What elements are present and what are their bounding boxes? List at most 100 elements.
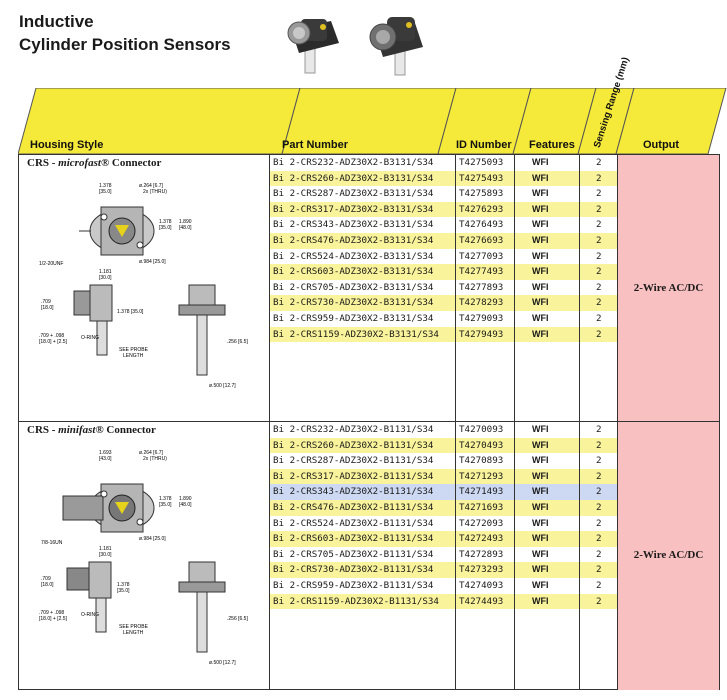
svg-text:O-RING: O-RING [81, 335, 99, 341]
section-microfast: CRS - microfast® Connector 1.378 [35.0] … [19, 155, 719, 421]
id-number-cell: T4276293 [459, 203, 504, 215]
svg-text:[30.0]: [30.0] [99, 275, 112, 281]
svg-text:[35.0]: [35.0] [159, 502, 172, 508]
output-label: 2-Wire AC/DC [633, 282, 704, 294]
part-number-cell: Bi 2-CRS959-ADZ30X2-B3131/S34 [273, 313, 434, 324]
features-cell: WFI [532, 313, 549, 323]
sensing-range-cell: 2 [596, 548, 602, 560]
dimension-drawing-minifast: 1.693 [43.0] ø.264 [6.7] 2x (THRU) 1.378… [39, 450, 248, 666]
id-number-cell: T4276493 [459, 219, 504, 231]
svg-text:[35.0]: [35.0] [99, 189, 112, 195]
sensor-product-image-microfast [287, 19, 339, 74]
features-cell: WFI [532, 297, 549, 308]
housing-style-title: CRS - microfast® Connector [27, 157, 161, 169]
housing-title-italic: minifast [58, 424, 96, 436]
part-number-cell: Bi 2-CRS287-ADZ30X2-B1131/S34 [273, 455, 434, 467]
id-number-cell: T4270893 [459, 455, 504, 467]
id-number-cell: T4278293 [459, 297, 504, 309]
output-label: 2-Wire AC/DC [633, 549, 704, 561]
header-id-number: ID Number [456, 139, 512, 151]
table-row: Bi 2-CRS705-ADZ30X2-B3131/S34 T4277893 WFI… [270, 280, 617, 296]
svg-text:.256 [6.5]: .256 [6.5] [227, 616, 248, 622]
sensing-range-cell: 2 [596, 203, 602, 215]
svg-text:[18.0] + [2.5]: [18.0] + [2.5] [39, 339, 68, 345]
svg-text:[48.0]: [48.0] [179, 502, 192, 508]
svg-text:LENGTH: LENGTH [123, 630, 144, 636]
features-cell: WFI [532, 266, 549, 277]
svg-text:SEE PROBE: SEE PROBE [119, 347, 149, 353]
features-cell: WFI [532, 281, 549, 292]
svg-text:ø.984 [25.0]: ø.984 [25.0] [139, 259, 166, 265]
svg-text:SEE PROBE: SEE PROBE [119, 624, 149, 630]
svg-text:1.378: 1.378 [159, 496, 172, 502]
id-number-cell: T4279093 [459, 313, 504, 324]
features-cell: WFI [532, 502, 549, 512]
sensing-range-cell: 2 [596, 157, 602, 168]
features-cell: WFI [532, 580, 549, 590]
output-cell-minifast: 2-Wire AC/DC [617, 422, 719, 690]
svg-text:.709 + .098: .709 + .098 [39, 610, 64, 616]
svg-text:ø.984 [25.0]: ø.984 [25.0] [139, 536, 166, 542]
sensing-range-cell: 2 [596, 564, 602, 576]
features-cell: WFI [532, 595, 549, 606]
id-number-cell: T4277893 [459, 281, 504, 293]
part-number-cell: Bi 2-CRS476-ADZ30X2-B1131/S34 [273, 502, 434, 513]
svg-text:2x (THRU): 2x (THRU) [143, 456, 167, 462]
svg-text:.256 [6.5]: .256 [6.5] [227, 339, 248, 345]
svg-text:LENGTH: LENGTH [123, 353, 144, 359]
sensing-range-cell: 2 [596, 533, 602, 545]
svg-text:1.378: 1.378 [117, 582, 130, 588]
housing-title-suffix: ® Connector [100, 157, 162, 169]
id-number-cell: T4277493 [459, 266, 504, 278]
sensing-range-cell: 2 [596, 172, 602, 184]
features-cell: WFI [532, 235, 549, 245]
part-number-cell: Bi 2-CRS603-ADZ30X2-B1131/S34 [273, 533, 434, 545]
part-number-cell: Bi 2-CRS705-ADZ30X2-B3131/S34 [273, 281, 434, 293]
section-divider [19, 421, 719, 422]
id-number-cell: T4272493 [459, 533, 504, 545]
features-cell: WFI [532, 548, 549, 559]
part-number-cell: Bi 2-CRS476-ADZ30X2-B3131/S34 [273, 235, 434, 246]
table-header-band [18, 88, 727, 155]
features-cell: WFI [532, 424, 549, 434]
svg-text:[18.0]: [18.0] [41, 305, 54, 311]
section-minifast: CRS - minifast® Connector 1.693 [43.0] ø… [19, 422, 719, 690]
housing-title-italic: microfast [58, 157, 101, 169]
sensing-range-cell: 2 [596, 219, 602, 231]
part-number-cell: Bi 2-CRS603-ADZ30X2-B3131/S34 [273, 266, 434, 278]
svg-text:ø.264 [6.7]: ø.264 [6.7] [139, 183, 164, 189]
part-number-cell: Bi 2-CRS317-ADZ30X2-B1131/S34 [273, 470, 434, 482]
id-number-cell: T4274493 [459, 595, 504, 607]
id-number-cell: T4271493 [459, 486, 504, 498]
id-number-cell: T4277093 [459, 250, 504, 262]
svg-text:[35.0]: [35.0] [159, 225, 172, 231]
features-cell: WFI [532, 157, 549, 167]
part-number-cell: Bi 2-CRS730-ADZ30X2-B1131/S34 [273, 564, 434, 576]
sensing-range-cell: 2 [596, 439, 602, 451]
table-row: Bi 2-CRS959-ADZ30X2-B3131/S34 T4279093 WFI… [270, 311, 617, 327]
svg-text:1.378 [35.0]: 1.378 [35.0] [117, 309, 144, 315]
sensing-range-cell: 2 [596, 250, 602, 262]
table-row: Bi 2-CRS287-ADZ30X2-B1131/S34 T4270893 WFI… [270, 453, 617, 469]
svg-text:.709: .709 [41, 576, 51, 582]
header-output: Output [643, 139, 680, 151]
page-title-line-1: Inductive [19, 12, 94, 31]
features-cell: WFI [532, 455, 549, 466]
svg-text:[18.0]: [18.0] [41, 582, 54, 588]
part-number-cell: Bi 2-CRS260-ADZ30X2-B3131/S34 [273, 172, 434, 184]
part-number-cell: Bi 2-CRS317-ADZ30X2-B3131/S34 [273, 203, 434, 215]
part-number-cell: Bi 2-CRS232-ADZ30X2-B3131/S34 [273, 157, 434, 168]
features-cell: WFI [532, 203, 549, 214]
